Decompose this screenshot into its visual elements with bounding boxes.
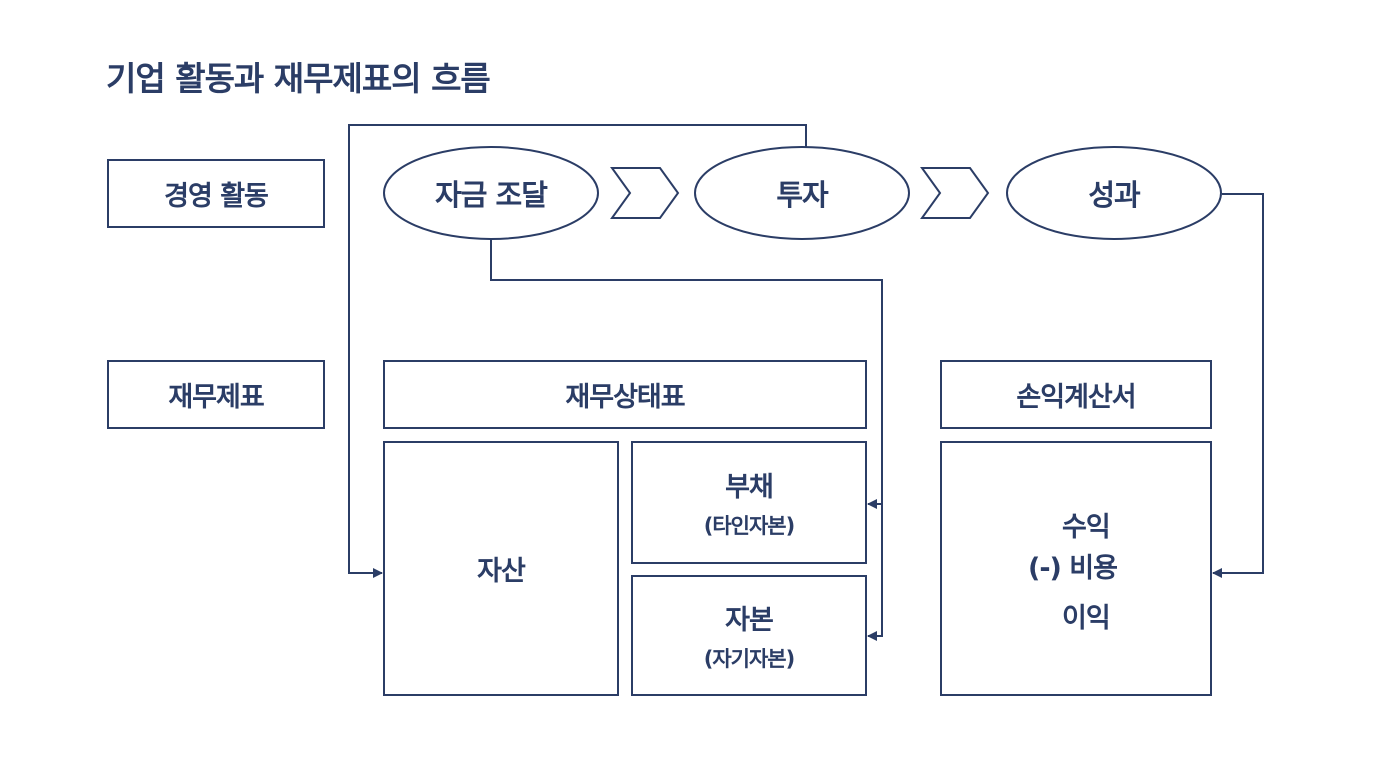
chevron-arrow-icon [920, 167, 990, 219]
income-statement-box [940, 441, 1212, 696]
expense-label: (-) 비용 [1028, 553, 1118, 584]
income-statement-header: 손익계산서 [940, 360, 1212, 429]
liabilities-box: 부채 (타인자본) [631, 441, 867, 564]
diagram-title: 기업 활동과 재무제표의 흐름 [106, 59, 491, 98]
row-label-statements: 재무제표 [107, 360, 325, 429]
oval-performance [1006, 146, 1222, 240]
flow-performance-label: 성과 [1088, 178, 1140, 212]
flow-investment-label: 투자 [776, 178, 828, 212]
chevron-arrow-icon [610, 167, 680, 219]
row-label-activities: 경영 활동 [107, 159, 325, 228]
oval-investment [694, 146, 910, 240]
connector-investment-assets [348, 124, 807, 578]
connector-funding-liabilities [490, 239, 883, 509]
revenue-label: 수익 [1062, 512, 1111, 543]
connector-performance-income [1212, 193, 1264, 578]
profit-label: 이익 [1062, 603, 1111, 634]
flow-funding-label: 자금 조달 [435, 178, 548, 212]
balance-sheet-header: 재무상태표 [383, 360, 867, 429]
connector-funding-equity [867, 504, 883, 641]
equity-box: 자본 (자기자본) [631, 575, 867, 696]
assets-box: 자산 [383, 441, 619, 696]
